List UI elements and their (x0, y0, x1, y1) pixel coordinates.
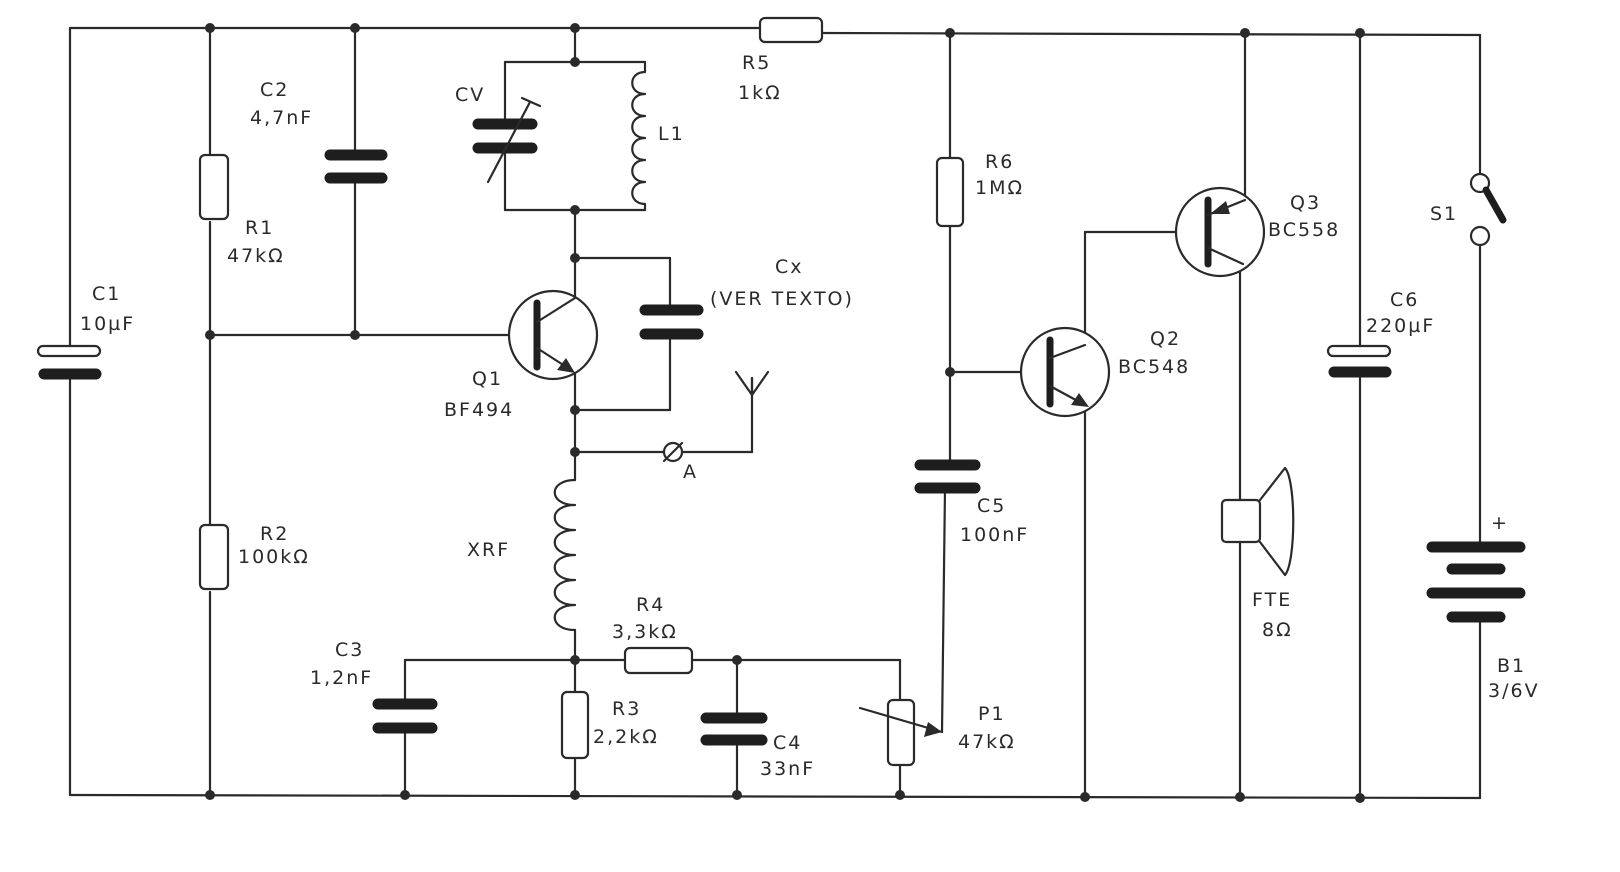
antenna-symbol (734, 370, 770, 397)
label-p1-ref: P1 (978, 703, 1006, 725)
switch-s1 (1469, 172, 1507, 247)
label-l1-ref: L1 (658, 123, 685, 145)
resistor-r6 (935, 156, 965, 228)
label-s1-ref: S1 (1430, 203, 1458, 225)
test-point-a (662, 441, 684, 463)
resistor-r1 (198, 153, 230, 221)
label-xrf-ref: XRF (467, 539, 510, 561)
label-cx-ref: Cx (775, 256, 804, 278)
capacitor-c2 (324, 149, 388, 184)
label-q3-ref: Q3 (1290, 192, 1321, 214)
label-c4-ref: C4 (773, 732, 802, 754)
label-fte-value: 8Ω (1262, 619, 1293, 641)
capacitor-c4 (700, 712, 768, 746)
resistor-r5 (758, 16, 824, 44)
resistor-r4 (623, 646, 694, 675)
inductor-l1 (631, 60, 647, 212)
label-r1-value: 47kΩ (227, 245, 285, 267)
transistor-q1 (507, 289, 599, 381)
inductor-xrf (553, 478, 577, 632)
label-r3-ref: R3 (612, 698, 641, 720)
label-r2-ref: R2 (260, 523, 289, 545)
label-c3-ref: C3 (335, 639, 364, 661)
capacitor-c5 (914, 459, 981, 494)
capacitor-c3 (372, 698, 438, 734)
label-cv-ref: CV (455, 84, 485, 106)
variable-capacitor-cv (472, 96, 542, 184)
label-r2-value: 100kΩ (238, 546, 310, 568)
battery-b1 (1426, 541, 1526, 623)
label-c2-value: 4,7nF (250, 107, 313, 129)
label-p1-value: 47kΩ (958, 731, 1016, 753)
label-b1-polarity: + (1491, 512, 1509, 534)
label-c6-value: 220µF (1366, 315, 1435, 337)
label-cx-value: (VER TEXTO) (710, 288, 854, 310)
capacitor-cx (639, 304, 704, 340)
label-r4-value: 3,3kΩ (612, 621, 678, 643)
label-c5-ref: C5 (977, 495, 1006, 517)
capacitor-c1 (36, 344, 102, 380)
label-r5-ref: R5 (742, 52, 771, 74)
transistor-q2 (1019, 326, 1111, 418)
junction-dots (205, 23, 1365, 803)
label-c6-ref: C6 (1390, 289, 1419, 311)
resistor-r3 (560, 690, 590, 760)
label-c5-value: 100nF (960, 524, 1029, 546)
label-b1-ref: B1 (1497, 655, 1526, 677)
label-point-a: A (683, 461, 698, 483)
label-c3-value: 1,2nF (310, 667, 373, 689)
label-q1-ref: Q1 (472, 368, 503, 390)
label-q1-value: BF494 (444, 399, 514, 421)
label-q2-ref: Q2 (1150, 328, 1181, 350)
label-fte-ref: FTE (1252, 589, 1292, 611)
wires (68, 26, 1482, 800)
label-c1-ref: C1 (92, 283, 121, 305)
potentiometer-p1 (858, 698, 944, 767)
label-c2-ref: C2 (260, 79, 289, 101)
label-r1-ref: R1 (245, 217, 274, 239)
label-r5-value: 1kΩ (738, 82, 782, 104)
resistor-r2 (198, 523, 230, 591)
label-r4-ref: R4 (636, 594, 665, 616)
component-labels: C1 10µF C2 4,7nF CV L1 R1 47kΩ R5 1kΩ Cx… (80, 52, 1540, 780)
label-b1-value: 3/6V (1488, 680, 1540, 702)
label-q3-value: BC558 (1268, 219, 1340, 241)
capacitor-c6 (1326, 344, 1392, 378)
label-c4-value: 33nF (760, 758, 815, 780)
label-q2-value: BC548 (1118, 356, 1190, 378)
label-r6-value: 1MΩ (975, 177, 1024, 199)
speaker-fte (1220, 466, 1295, 577)
label-r3-value: 2,2kΩ (593, 726, 659, 748)
transistor-q3 (1174, 186, 1266, 278)
label-c1-value: 10µF (80, 313, 135, 335)
label-r6-ref: R6 (985, 151, 1014, 173)
